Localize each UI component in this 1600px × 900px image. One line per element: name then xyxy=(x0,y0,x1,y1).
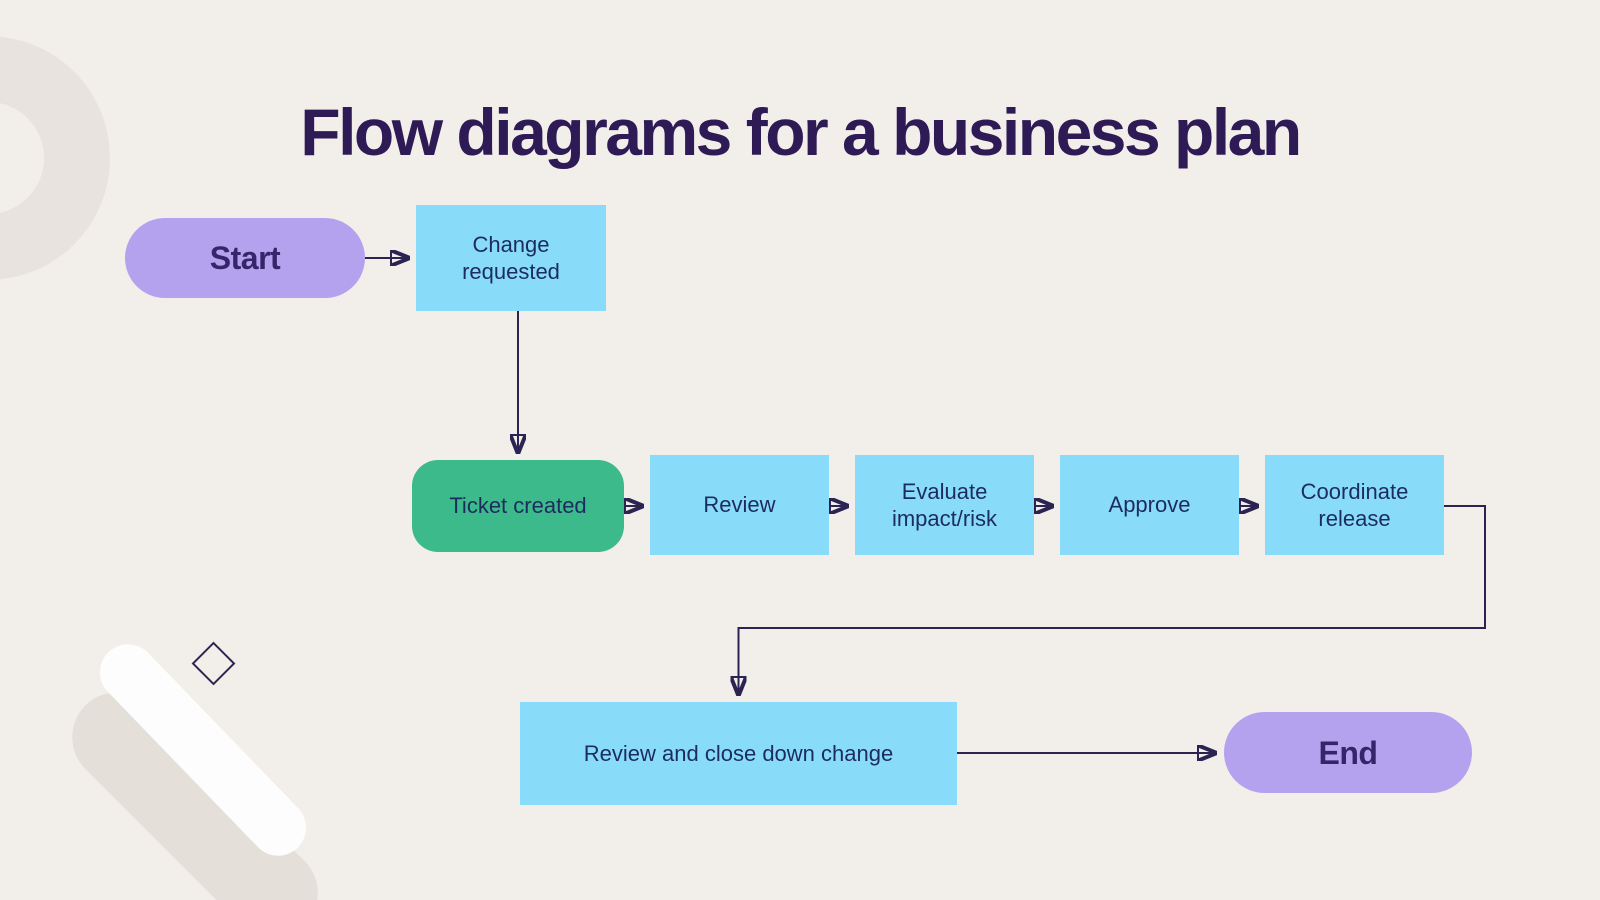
page-title: Flow diagrams for a business plan xyxy=(300,95,1302,169)
node-ticket-created: Ticket created xyxy=(412,460,624,552)
node-end: End xyxy=(1224,712,1472,793)
node-change-requested: Change requested xyxy=(416,205,606,311)
node-coordinate-release: Coordinate release xyxy=(1265,455,1444,555)
node-review: Review xyxy=(650,455,829,555)
node-review-label: Review xyxy=(703,492,776,518)
node-change-requested-label: Change requested xyxy=(462,231,560,285)
node-coordinate-release-label: Coordinate release xyxy=(1300,478,1409,532)
node-approve: Approve xyxy=(1060,455,1239,555)
node-evaluate-impact-risk-label: Evaluate impact/risk xyxy=(891,478,998,532)
node-approve-label: Approve xyxy=(1108,492,1191,518)
node-ticket-created-label: Ticket created xyxy=(449,493,587,519)
node-review-and-close-down-change-label: Review and close down change xyxy=(583,740,894,766)
node-evaluate-impact-risk: Evaluate impact/risk xyxy=(855,455,1034,555)
node-start-label: Start xyxy=(209,240,281,276)
node-review-and-close-down-change: Review and close down change xyxy=(520,702,957,805)
edge-coordinate-release-to-review-close xyxy=(739,505,1486,693)
node-start: Start xyxy=(125,218,365,298)
node-end-label: End xyxy=(1318,734,1378,771)
